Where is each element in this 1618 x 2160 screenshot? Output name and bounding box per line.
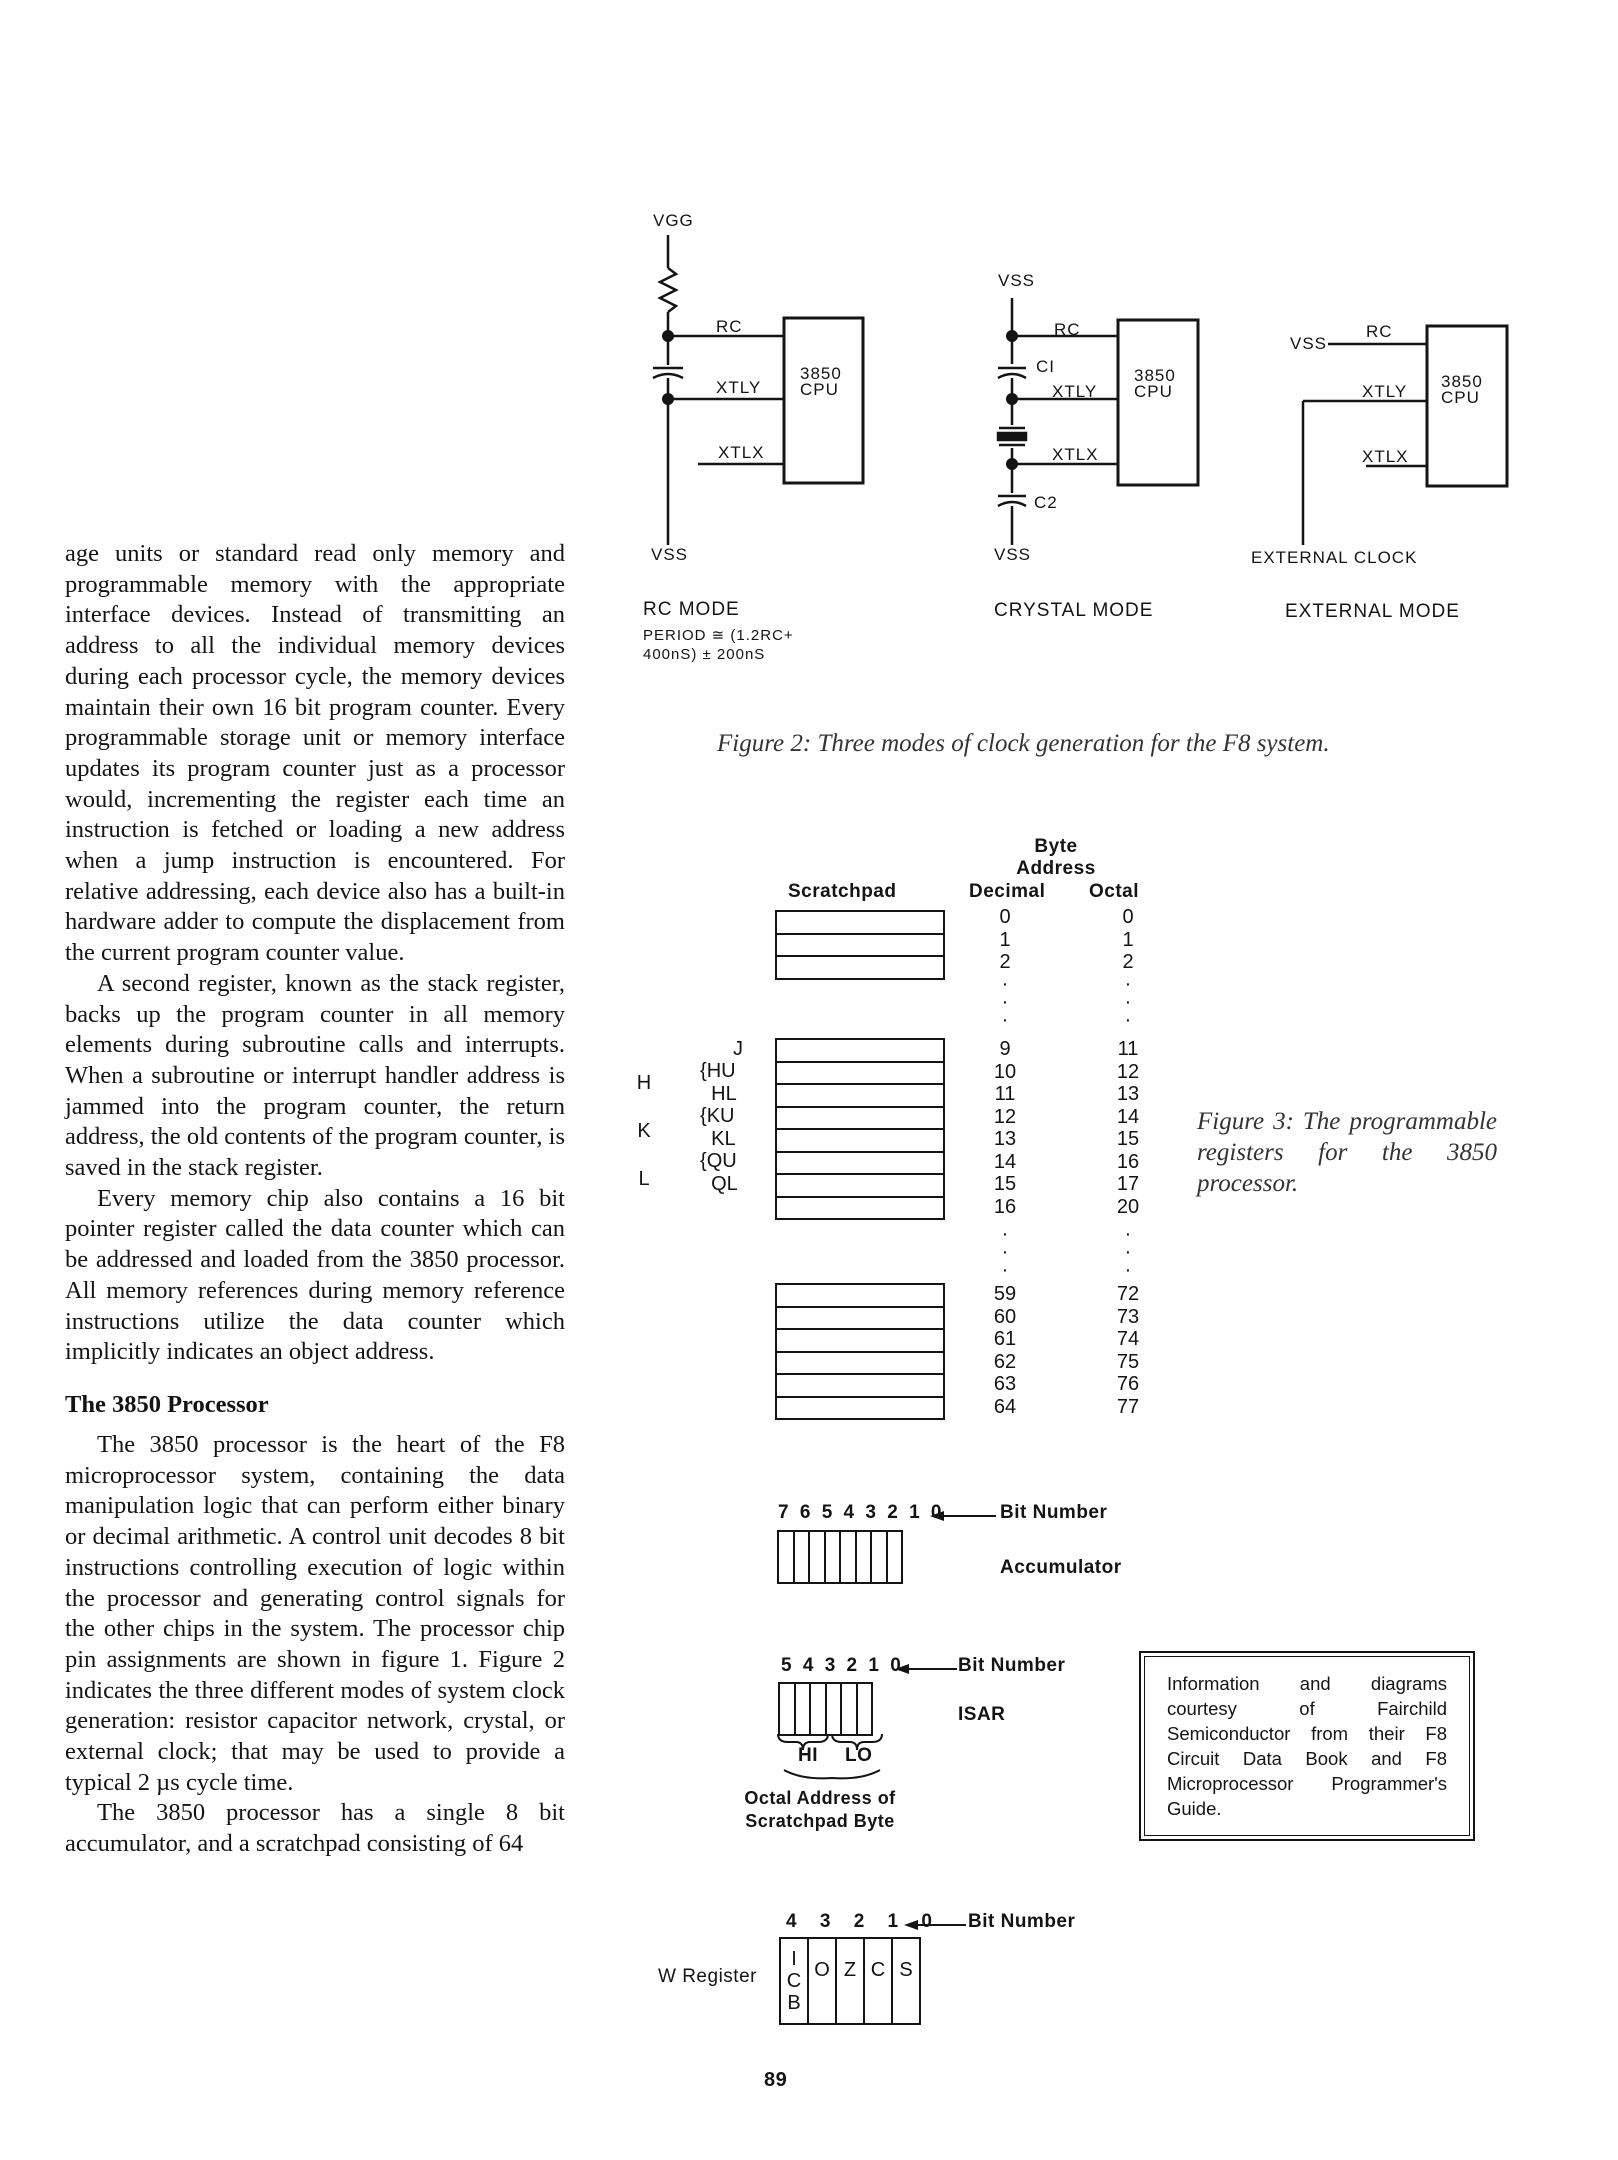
rc-mode-title: RC MODE: [643, 599, 740, 620]
xtlx-label: XTLX: [1052, 445, 1099, 464]
scratchpad-group-1: [775, 910, 945, 980]
clock-circuits-diagram: [652, 235, 1509, 545]
arrow-icon: [904, 1920, 966, 1930]
paragraph: The 3850 processor is the heart of the F…: [65, 1430, 565, 1796]
arrow-icon: [895, 1664, 957, 1674]
vss-label: VSS: [651, 545, 689, 564]
register-j-label: J: [733, 1038, 743, 1060]
figure-2-caption: Figure 2: Three modes of clock generatio…: [717, 730, 1330, 757]
xtlx-label: XTLX: [718, 443, 765, 462]
paragraph: Every memory chip also contains a 16 bit…: [65, 1184, 565, 1366]
isar-combine-brace: [783, 1769, 881, 1780]
ellipsis-dots: ···: [1124, 973, 1132, 1031]
vss-label: VSS: [1290, 334, 1328, 353]
scratchpad-label: Scratchpad: [788, 881, 897, 902]
courtesy-note-text: Information and diagrams courtesy of Fai…: [1144, 1656, 1470, 1836]
rc-label: RC: [1054, 320, 1081, 339]
xtlx-label: XTLX: [1362, 447, 1409, 466]
vss-label: VSS: [998, 271, 1036, 290]
vgg-label: VGG: [653, 211, 694, 230]
w-register-bit-numbers: 4 3 2 1 0: [786, 1911, 941, 1932]
isar-bit-number-label: Bit Number: [958, 1655, 1066, 1676]
c2-label: C2: [1034, 493, 1058, 512]
decimal-label: Decimal: [969, 881, 1046, 902]
accumulator-bit-number-label: Bit Number: [1000, 1502, 1108, 1523]
paragraph: The 3850 processor has a single 8 bit ac…: [65, 1799, 565, 1858]
w-cell-s: S: [899, 1959, 913, 1981]
ellipsis-dots: ···: [1001, 973, 1009, 1031]
octal-label: Octal: [1089, 881, 1140, 902]
scratchpad-group-3: [775, 1283, 945, 1420]
rc-label: RC: [1366, 322, 1393, 341]
scratchpad-group-2: [775, 1038, 945, 1220]
isar-label: ISAR: [958, 1704, 1006, 1725]
register-l-label: L: [638, 1168, 650, 1190]
page-number: 89: [764, 2069, 788, 2091]
w-register-bit-number-label: Bit Number: [968, 1911, 1076, 1932]
left-text-column: age units or standard read only memory a…: [65, 539, 565, 1860]
rc-label: RC: [716, 317, 743, 336]
w-cell-o: O: [809, 1939, 837, 2023]
register-pair-labels: {HU HL {KU KL {QU QL: [700, 1060, 738, 1195]
register-k-label: K: [637, 1120, 651, 1142]
w-cell-c: C: [865, 1939, 893, 2023]
crystal-mode-title: CRYSTAL MODE: [994, 600, 1154, 621]
xtly-label: XTLY: [1052, 382, 1098, 401]
paragraph: age units or standard read only memory a…: [65, 540, 565, 967]
xtly-label: XTLY: [716, 378, 762, 397]
paragraph: A second register, known as the stack re…: [65, 969, 565, 1182]
courtesy-note-box: Information and diagrams courtesy of Fai…: [1139, 1651, 1475, 1841]
vss-label: VSS: [994, 545, 1032, 564]
accumulator-cells: [777, 1530, 903, 1584]
arrow-icon: [930, 1511, 996, 1521]
isar-bit-numbers: 5 4 3 2 1 0: [781, 1655, 904, 1676]
isar-braces: [777, 1733, 883, 1751]
isar-lo-label: LO: [845, 1745, 873, 1766]
c1-label: CI: [1036, 357, 1055, 376]
accumulator-bit-numbers: 7 6 5 4 3 2 1 0: [778, 1502, 945, 1523]
register-h-label: H: [636, 1072, 652, 1094]
section-heading: The 3850 Processor: [65, 1390, 269, 1418]
isar-cells: [778, 1682, 873, 1736]
figure-3-caption: Figure 3: The programmable registers for…: [1197, 1108, 1497, 1197]
external-clock-label: EXTERNAL CLOCK: [1251, 548, 1418, 567]
rc-period-note: PERIOD ≅ (1.2RC+400nS) ± 200nS: [643, 627, 794, 663]
ellipsis-dots: ···: [1124, 1223, 1132, 1281]
isar-hi-label: HI: [798, 1745, 818, 1766]
xtly-label: XTLY: [1362, 382, 1408, 401]
w-cell-z: Z: [837, 1939, 865, 2023]
accumulator-label: Accumulator: [1000, 1557, 1122, 1578]
ellipsis-dots: ···: [1001, 1223, 1009, 1281]
w-register-label: W Register: [658, 1966, 757, 1987]
external-mode-title: EXTERNAL MODE: [1285, 601, 1460, 622]
